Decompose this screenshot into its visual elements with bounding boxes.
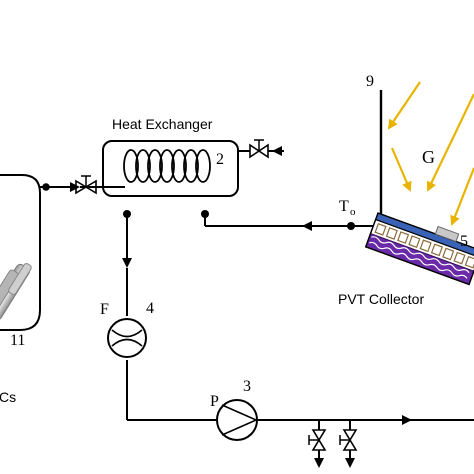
pvt-collector-title: PVT Collector — [338, 291, 424, 307]
irradiance-label: G — [422, 147, 435, 167]
drain-valve-1 — [308, 420, 327, 468]
flow-meter-label: F — [100, 301, 109, 318]
supply-pipe — [122, 214, 474, 425]
drain-valve-2 — [339, 420, 358, 468]
heat-exchanger-coil — [123, 149, 211, 183]
flow-meter — [107, 318, 147, 358]
tank-line-valve — [75, 175, 97, 195]
hx-return-junction — [201, 210, 209, 218]
hx-supply-junction — [123, 210, 131, 218]
tank-outlet-junction — [42, 183, 50, 191]
solar-rays — [387, 81, 474, 226]
heat-exchanger-number: 2 — [216, 151, 224, 168]
outlet-temp-sensor — [347, 222, 355, 230]
flow-meter-number: 4 — [146, 300, 154, 317]
pump-label: P — [210, 393, 219, 410]
label-pcms-fragment: Cs — [0, 389, 16, 405]
sensor-pole-number: 9 — [366, 73, 374, 90]
collector-tubes — [374, 222, 474, 269]
heat-exchanger-title: Heat Exchanger — [112, 116, 213, 132]
collector-sensor-box — [434, 225, 460, 243]
outlet-temp-label: T — [339, 198, 349, 215]
label-tube-number: 11 — [10, 332, 25, 349]
pump — [216, 399, 258, 441]
hx-inlet-pipe — [238, 139, 284, 159]
collector-point-number: 5 — [460, 233, 468, 250]
pvt-collector — [364, 212, 474, 286]
storage-tank — [0, 174, 41, 331]
tank-tube-illustration — [0, 263, 32, 321]
heat-exchanger — [102, 140, 239, 197]
pump-number: 3 — [243, 378, 251, 395]
outlet-temp-subscript: o — [350, 206, 356, 218]
